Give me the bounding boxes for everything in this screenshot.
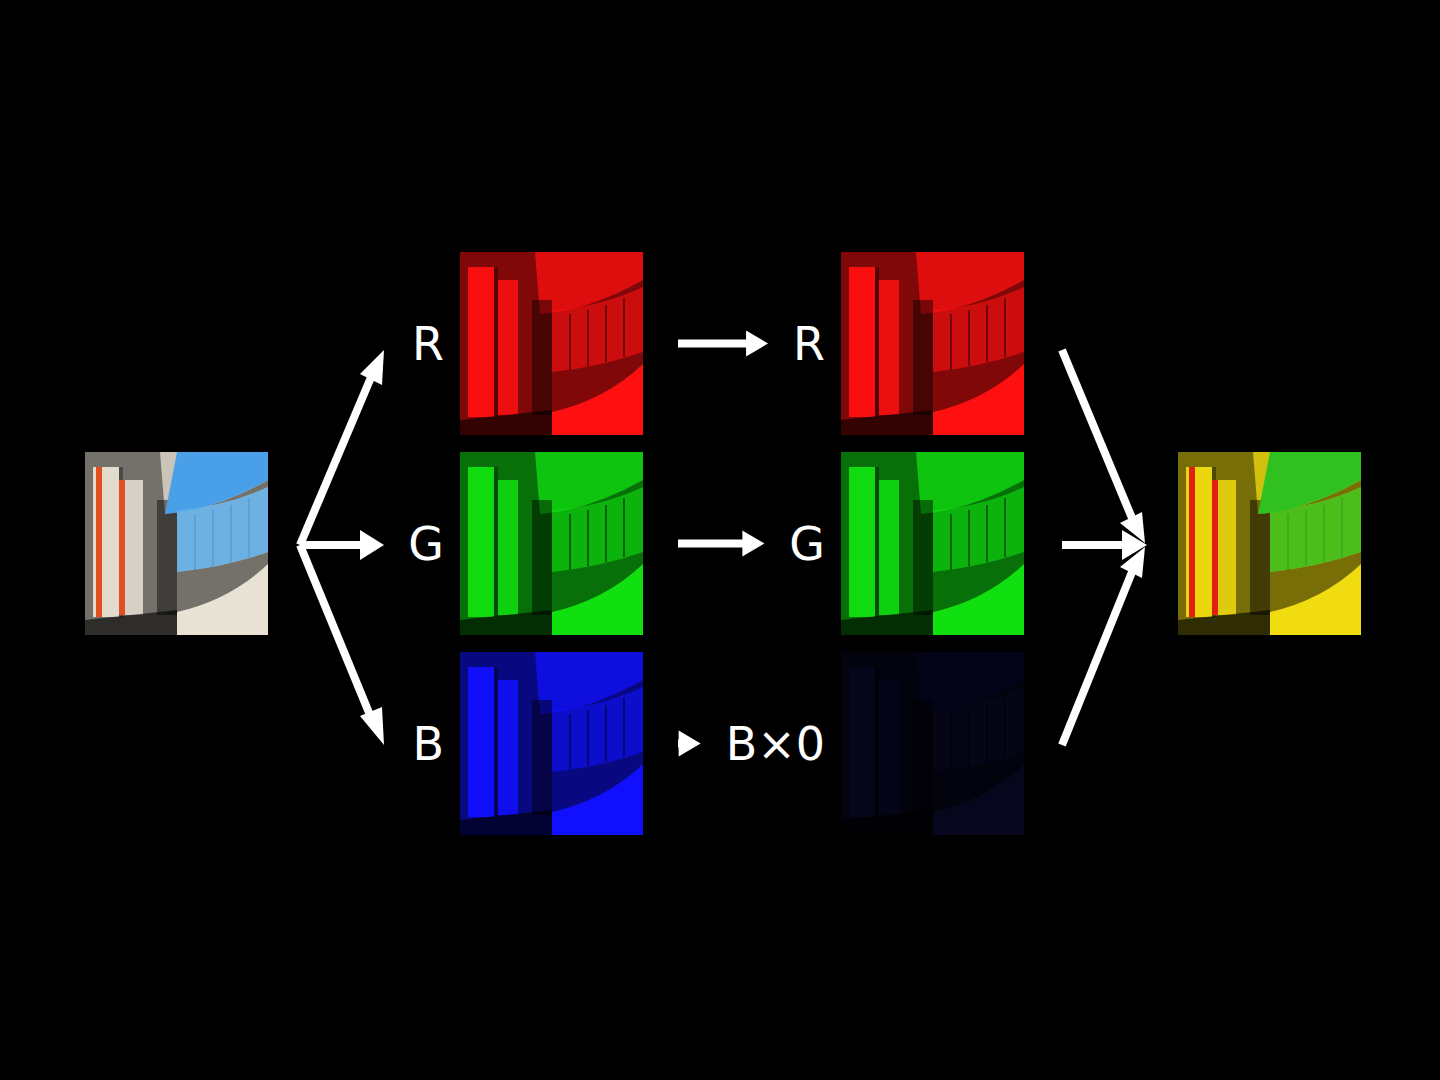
green-channel	[460, 452, 643, 635]
channel-node: G	[789, 452, 1024, 635]
channel-node: G	[408, 452, 643, 635]
blue-channel	[460, 652, 643, 835]
arrow-head	[742, 531, 764, 557]
source-image	[85, 452, 268, 635]
channel-arrow	[678, 331, 768, 357]
window-view	[1270, 487, 1361, 572]
merge-arrows	[1062, 350, 1132, 745]
frame	[96, 467, 102, 617]
tile-area	[460, 652, 643, 835]
channel-label: R	[793, 321, 825, 367]
merge-heads	[1120, 512, 1147, 578]
frame	[1212, 480, 1218, 615]
channel-label: G	[789, 521, 825, 567]
tile-area	[841, 252, 1024, 435]
result-image	[1178, 452, 1361, 635]
channel-label: G	[408, 521, 444, 567]
frame	[1189, 467, 1195, 617]
channel-label: R	[412, 321, 444, 367]
frame	[119, 480, 125, 615]
channel-node: B	[412, 652, 643, 835]
window-view	[177, 487, 268, 572]
split-heads	[360, 350, 384, 745]
channel-arrow	[678, 731, 701, 757]
tile-area	[460, 452, 643, 635]
channel-node: R	[793, 252, 1024, 435]
blue-zeroed	[841, 652, 1024, 835]
arrow-head	[746, 331, 768, 357]
red-channel	[841, 252, 1024, 435]
tile-area	[841, 452, 1024, 635]
green-channel	[841, 452, 1024, 635]
arrow-head	[679, 731, 701, 757]
channel-label: B	[412, 721, 444, 767]
tile-area	[460, 252, 643, 435]
red-channel	[460, 252, 643, 435]
channel-label: B×0	[726, 721, 825, 767]
arrow-shaft	[678, 540, 743, 548]
channel-node: R	[412, 252, 643, 435]
channel-node: B×0	[726, 652, 1024, 835]
arrow-shaft	[678, 340, 747, 348]
tile-area	[841, 652, 1024, 835]
channel-arrow	[678, 531, 764, 557]
